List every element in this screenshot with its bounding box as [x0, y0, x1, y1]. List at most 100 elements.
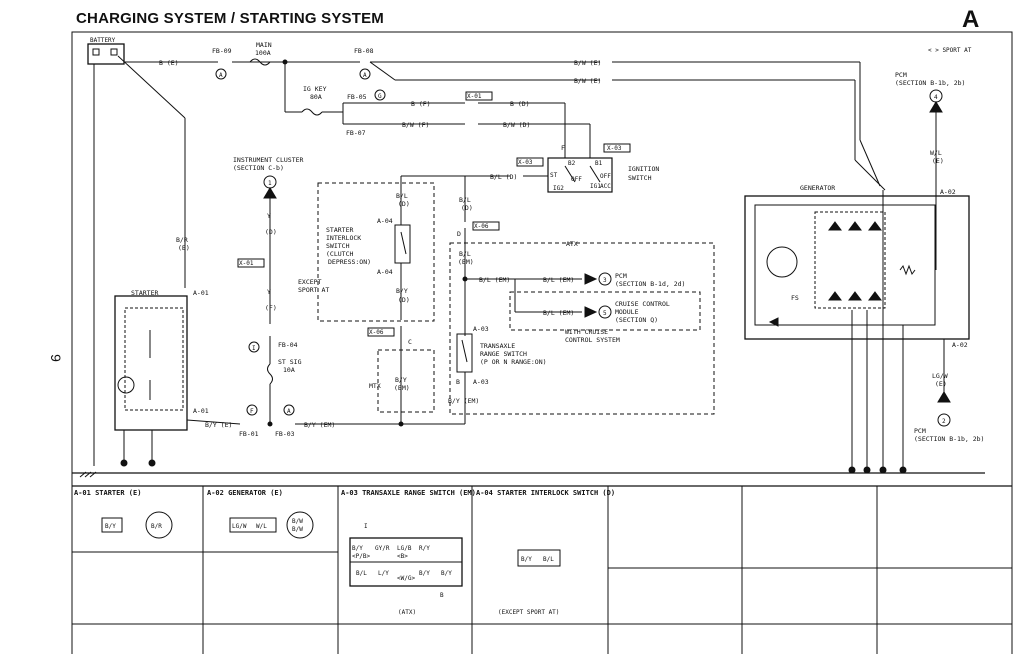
wire-bl-em-h2: B/L (EM) — [543, 276, 574, 284]
ignition-switch — [547, 157, 613, 193]
wire-b-d: B (D) — [510, 100, 530, 108]
ign-b1: B1 — [595, 160, 603, 167]
instrument-cluster-label: INSTRUMENT CLUSTER — [233, 156, 304, 164]
wire-bl-atx: B/L — [459, 196, 471, 204]
a04-label-bottom: A-04 — [377, 268, 393, 276]
starter-interlock-switch — [394, 224, 411, 264]
main-fuse-label: MAIN — [256, 41, 272, 49]
ig-key-fuse — [301, 108, 323, 116]
a01-pin-br: B/R — [151, 523, 162, 530]
wire-bl-d: B/L (D) — [490, 173, 517, 181]
a01-header: A-01 STARTER (E) — [74, 489, 141, 497]
wire-by-em-h: B/Y (EM) — [304, 421, 335, 429]
a01-pin-box — [101, 517, 123, 533]
starter-interlock-label-2: INTERLOCK — [326, 234, 361, 242]
battery-label: BATTERY — [90, 37, 116, 44]
a03-mark-i: I — [364, 523, 368, 530]
wire-lgw-e: (E) — [935, 380, 947, 388]
st-sig-fuse — [267, 363, 273, 385]
instrument-cluster-section: (SECTION C-b) — [233, 164, 284, 172]
wire-by: B/Y — [396, 287, 408, 295]
a03-label-bottom: A-03 — [473, 378, 489, 386]
wire-bl-em-h1: B/L (EM) — [479, 276, 510, 284]
ign-st: ST — [550, 172, 558, 179]
ign-ig2: IG2 — [553, 185, 564, 192]
pcm-top-section: (SECTION B-1b, 2b) — [895, 79, 965, 87]
main-fuse — [249, 58, 271, 66]
diagram-frame — [71, 31, 1013, 654]
wire-bl-atx-d: (D) — [461, 204, 473, 212]
wire-by-mtx-em: (EM) — [394, 384, 410, 392]
ign-ig1: IG1 — [590, 183, 601, 190]
with-cruise-label-2: CONTROL SYSTEM — [565, 336, 620, 344]
x03-label-right: X-03 — [607, 145, 622, 152]
wire-y-2: Y — [267, 288, 271, 296]
a03-pin-7: <W/G> — [397, 575, 415, 582]
starter-interlock-label: STARTER — [326, 226, 353, 234]
a03-pin-1: B/Y — [352, 545, 363, 552]
generator-resistor — [899, 264, 916, 276]
wire-bw-d: B/W (D) — [503, 121, 530, 129]
wire-y-d: (D) — [265, 228, 277, 236]
fb05-label: FB-05 — [347, 93, 367, 101]
wire-c: C — [408, 338, 412, 346]
starter-label: STARTER — [131, 289, 158, 297]
wire-br: B/R — [176, 236, 188, 244]
section-letter: A — [962, 6, 980, 33]
st-sig-rating: 10A — [283, 366, 295, 374]
fb04-label: FB-04 — [278, 341, 298, 349]
starter-motor — [117, 376, 135, 394]
transaxle-label: TRANSAXLE — [480, 342, 515, 350]
battery — [87, 43, 125, 65]
circle-a-2: A — [363, 72, 367, 79]
wire-wl: W/L — [930, 149, 942, 157]
a03-label-top: A-03 — [473, 325, 489, 333]
wire-bw-e-2: B/W (E) — [574, 77, 601, 85]
generator-stator — [766, 246, 798, 278]
a01-label-top: A-01 — [193, 289, 209, 297]
cruise-label: CRUISE CONTROL — [615, 300, 670, 308]
circle-4: 4 — [934, 94, 938, 101]
a03-pin-5: B/L — [356, 570, 367, 577]
except-label: EXCEPT — [298, 278, 322, 286]
a04-header: A-04 STARTER INTERLOCK SWITCH (D) — [476, 489, 615, 497]
generator-label: GENERATOR — [800, 184, 835, 192]
x01-label-top: X-01 — [467, 93, 482, 100]
a03-pin-2: GY/R — [375, 545, 390, 552]
circle-f: F — [250, 408, 254, 415]
mtx-box — [377, 349, 435, 413]
ig-key-rating: 80A — [310, 93, 322, 101]
wire-bl-v: B/L — [396, 192, 408, 200]
wire-wl-e: (E) — [932, 157, 944, 165]
a01-pin-by: B/Y — [105, 523, 116, 530]
wire-bw-e-1: B/W (E) — [574, 59, 601, 67]
a03-pin-3: LG/B — [397, 545, 412, 552]
mtx-label: MTX — [369, 382, 381, 390]
starter-interlock-label-3: SWITCH — [326, 242, 350, 250]
a03-pin-4: R/Y — [419, 545, 430, 552]
wire-bl-em-h3: B/L (EM) — [543, 309, 574, 317]
wire-by-mtx: B/Y — [395, 376, 407, 384]
wire-bl-v-d: (D) — [398, 200, 410, 208]
wire-y: Y — [267, 212, 271, 220]
circle-a-3: A — [287, 408, 291, 415]
a03-pin-6: L/Y — [378, 570, 389, 577]
starter — [114, 295, 188, 431]
wire-br-e: (E) — [178, 244, 190, 252]
ignition-switch-label: IGNITION — [628, 165, 659, 173]
a03-pin-9: B/Y — [441, 570, 452, 577]
fb03-label: FB-03 — [275, 430, 295, 438]
wire-lgw: LG/W — [932, 372, 948, 380]
ignition-switch-label-2: SWITCH — [628, 174, 652, 182]
cruise-label-2: MODULE — [615, 308, 639, 316]
wire-b-f: B (F) — [411, 100, 431, 108]
pcm-bottom-section: (SECTION B-1b, 2b) — [914, 435, 984, 443]
st-sig-label: ST SIG — [278, 358, 302, 366]
circle-5: 5 — [603, 310, 607, 317]
a03-pin-1b: <P/B> — [352, 553, 370, 560]
main-fuse-rating: 100A — [255, 49, 271, 57]
legend-label: < > SPORT AT — [928, 47, 972, 54]
x06-label-left: X-06 — [369, 329, 384, 336]
fb08-label: FB-08 — [354, 47, 374, 55]
